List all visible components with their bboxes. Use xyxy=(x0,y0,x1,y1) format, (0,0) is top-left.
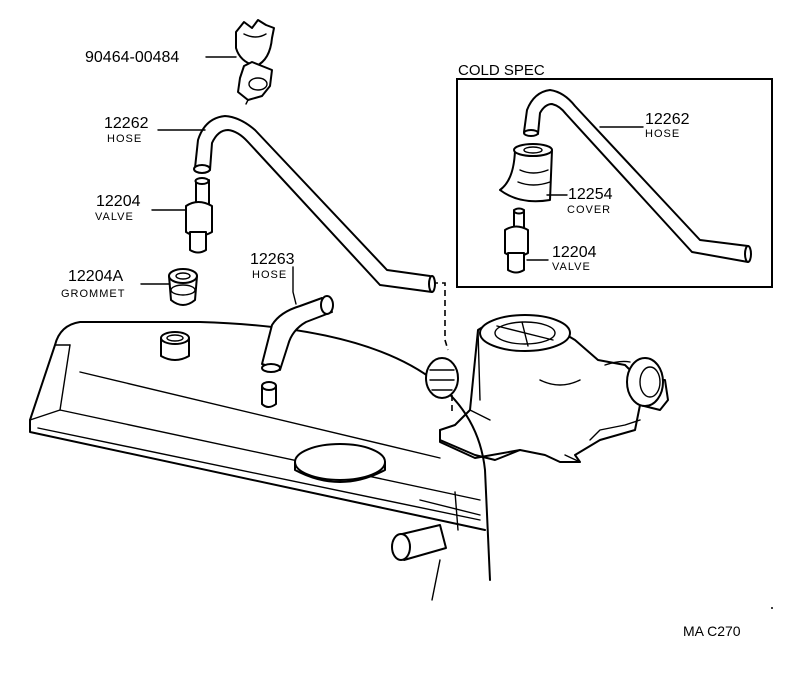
hose-12262-part xyxy=(193,115,436,293)
valve-main-part-name: VALVE xyxy=(95,211,134,223)
hose-main-part-number: 12262 xyxy=(104,115,149,132)
cold-spec-title: COLD SPEC xyxy=(458,62,545,79)
carburetor-illustration xyxy=(425,314,669,463)
inset-cover-part xyxy=(499,143,553,203)
hose-short-part-name: HOSE xyxy=(252,269,287,281)
inset-valve-part xyxy=(504,207,529,274)
hose-short-part-number: 12263 xyxy=(250,251,295,268)
grommet-part-number: 12204A xyxy=(68,268,123,285)
hose-main-part-name: HOSE xyxy=(107,133,142,145)
hose-connection-dashed-line xyxy=(432,282,449,351)
speck-dot xyxy=(771,607,773,609)
cold-spec-inset-frame xyxy=(456,78,773,288)
inset-hose-12262-part xyxy=(523,89,752,263)
grommet-part-name: GROMMET xyxy=(61,288,125,300)
grommet-part xyxy=(168,268,198,306)
clip-part-number: 90464-00484 xyxy=(85,49,179,66)
hose-clip-part xyxy=(235,19,275,105)
cold-spec-inset: COLD SPEC 12262 HOSE 12254 xyxy=(456,62,773,288)
hose-12263-part xyxy=(261,295,334,373)
leader-hose-short xyxy=(292,266,297,305)
inset-cover-part-name: COVER xyxy=(567,204,611,216)
inset-valve-part-number: 12204 xyxy=(552,244,597,261)
diagram-code: MA C270 xyxy=(683,623,741,639)
inset-hose-part-number: 12262 xyxy=(645,111,690,128)
inset-hose-part-name: HOSE xyxy=(645,128,680,140)
inset-valve-part-name: VALVE xyxy=(552,261,591,273)
pcv-valve-part xyxy=(185,177,213,254)
inset-cover-part-number: 12254 xyxy=(568,186,613,203)
valve-main-part-number: 12204 xyxy=(96,193,141,210)
valve-cover-illustration xyxy=(29,321,491,601)
